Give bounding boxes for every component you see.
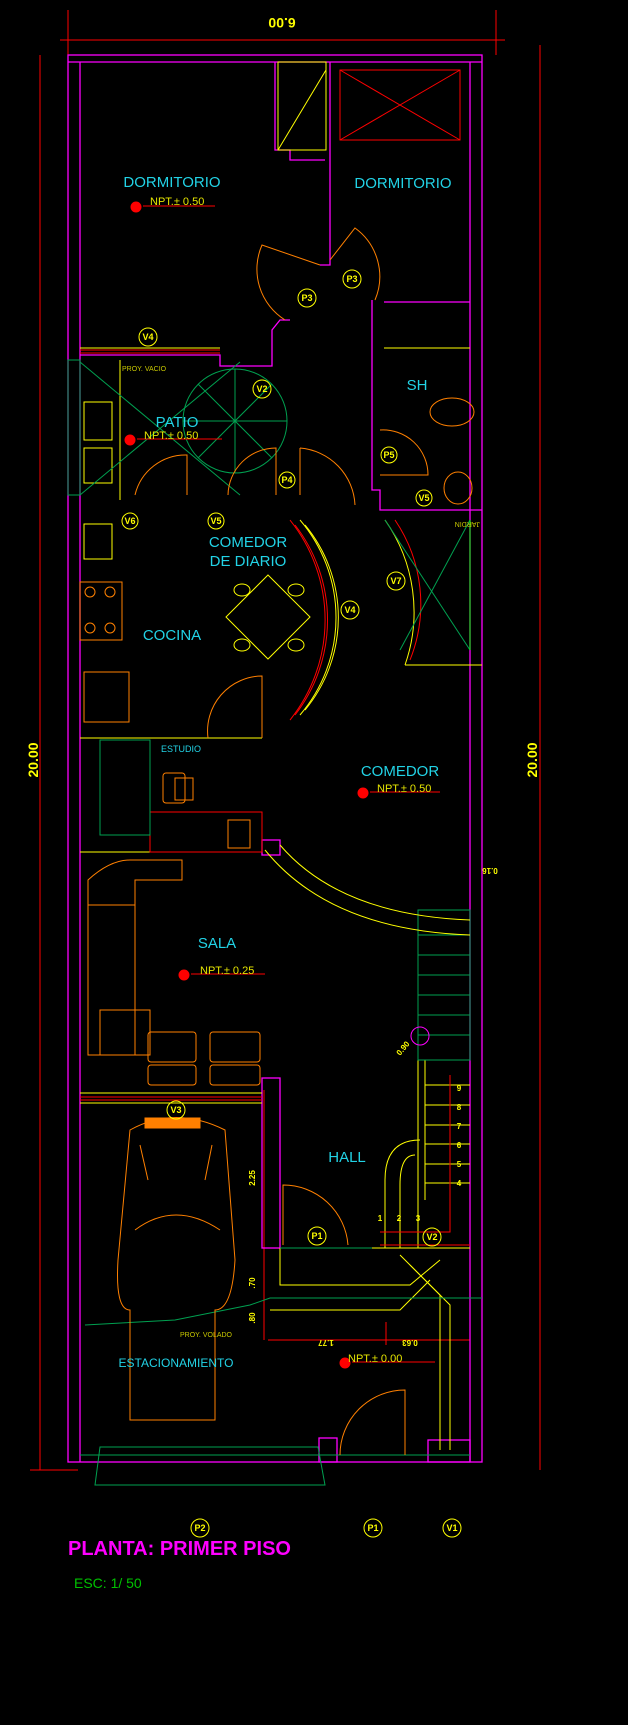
- dim-width: 6.00: [268, 15, 295, 31]
- dim-0-70: .70: [248, 1277, 257, 1289]
- level-patio: NPT.± 0.50: [144, 430, 198, 442]
- dim-0-16: 0.16: [482, 866, 498, 875]
- tag-p4: P4: [281, 475, 292, 485]
- dim-0-80: .80: [248, 1312, 257, 1324]
- note-proy-volado: PROY. VOLADO: [180, 1332, 233, 1339]
- step-9: 9: [457, 1084, 462, 1093]
- tag-p3: P3: [301, 293, 312, 303]
- interior-walls: [80, 347, 470, 1450]
- room-comedor: COMEDOR: [361, 763, 440, 780]
- tag-v3: V3: [170, 1105, 181, 1115]
- room-dormitorio-2: DORMITORIO: [354, 175, 451, 192]
- tag-v1: V1: [446, 1523, 457, 1533]
- dim-2-25: 2.25: [248, 1170, 257, 1186]
- tag-p1: P1: [311, 1231, 322, 1241]
- tag-p1: P1: [367, 1523, 378, 1533]
- plan-scale: ESC: 1/ 50: [74, 1575, 142, 1591]
- step-6: 6: [457, 1141, 462, 1150]
- tag-labels: V4 V2 V6 V5 P4 P3 P3 P5 V5 V7 V4 V3 P1 V…: [124, 274, 457, 1533]
- level-comedor: NPT.± 0.50: [377, 783, 431, 795]
- plan-title: PLANTA: PRIMER PISO: [68, 1538, 291, 1560]
- level-dormitorio-1: NPT.± 0.50: [150, 196, 204, 208]
- stair-numbers: 1 2 3 4 5 6 7 8 9: [378, 1084, 462, 1223]
- dim-0-90: 0.90: [395, 1039, 412, 1057]
- tag-v4: V4: [344, 605, 355, 615]
- tag-v4: V4: [142, 332, 153, 342]
- step-4: 4: [457, 1179, 462, 1188]
- dim-0-63: 0.63: [402, 1338, 418, 1347]
- tag-v7: V7: [390, 576, 401, 586]
- step-5: 5: [457, 1160, 462, 1169]
- tag-p5: P5: [383, 450, 394, 460]
- tag-v6: V6: [124, 516, 135, 526]
- room-labels: DORMITORIO NPT.± 0.50 DORMITORIO SH PATI…: [119, 174, 452, 1370]
- room-hall: HALL: [328, 1149, 366, 1166]
- level-sala: NPT.± 0.25: [200, 965, 254, 977]
- furniture: [79, 61, 475, 1456]
- step-2: 2: [397, 1214, 402, 1223]
- step-8: 8: [457, 1103, 462, 1112]
- step-1: 1: [378, 1214, 383, 1223]
- room-comedor-diario: COMEDOR: [209, 534, 288, 551]
- room-estacionamiento: ESTACIONAMIENTO: [119, 1356, 234, 1370]
- note-proy-vacio: PROY. VACIO: [122, 366, 167, 373]
- tag-circles: [121, 269, 462, 1538]
- level-markers: [124, 201, 440, 1369]
- level-estacionamiento: NPT.± 0.00: [348, 1353, 402, 1365]
- room-cocina: COCINA: [143, 627, 201, 644]
- dim-length-left: 20.00: [25, 742, 41, 777]
- curved-walls: [264, 519, 482, 936]
- tag-p3: P3: [346, 274, 357, 284]
- tag-v5: V5: [210, 516, 221, 526]
- tag-p2: P2: [194, 1523, 205, 1533]
- room-comedor-diario-2: DE DIARIO: [210, 553, 287, 570]
- outer-walls: [67, 54, 483, 1463]
- tag-v5: V5: [418, 493, 429, 503]
- tag-v2: V2: [426, 1232, 437, 1242]
- dim-length-right: 20.00: [524, 742, 540, 777]
- step-7: 7: [457, 1122, 462, 1131]
- stair-treads: [425, 1084, 470, 1184]
- room-dormitorio-1: DORMITORIO: [123, 174, 220, 191]
- room-sala: SALA: [198, 935, 236, 952]
- dim-1-77: 1.77: [318, 1338, 334, 1347]
- room-patio: PATIO: [156, 414, 199, 431]
- dining-table: [225, 574, 311, 660]
- note-jardin: JARDIN: [455, 520, 480, 527]
- room-sh: SH: [407, 377, 428, 394]
- tag-v2: V2: [256, 384, 267, 394]
- void-projections: [67, 359, 482, 1486]
- dimension-lines: [30, 10, 541, 1471]
- room-estudio: ESTUDIO: [161, 744, 201, 754]
- stair-steps-green: [417, 909, 471, 1061]
- step-3: 3: [416, 1214, 421, 1223]
